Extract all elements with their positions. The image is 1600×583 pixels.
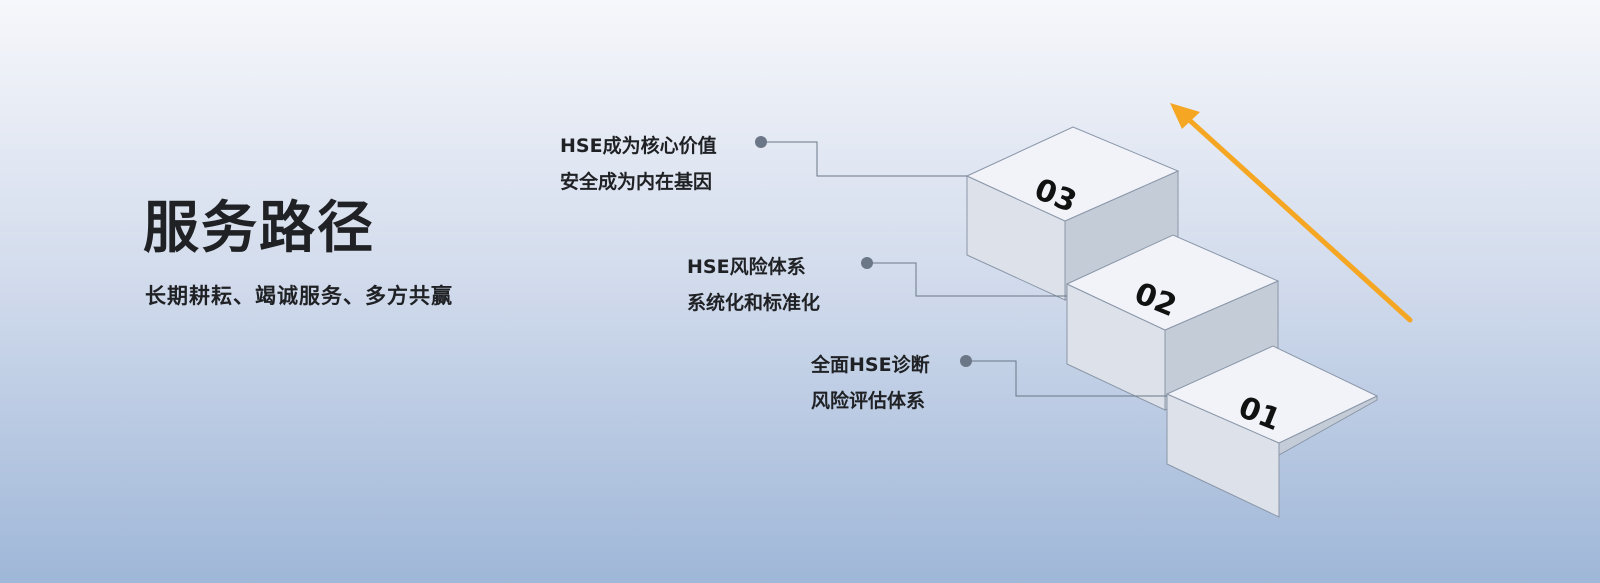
step-1-description: 全面HSE诊断 风险评估体系 — [811, 347, 930, 419]
step-2-block — [1065, 234, 1280, 411]
step-3-line-1: HSE成为核心价值 — [560, 135, 717, 157]
page-title: 服务路径 — [143, 196, 375, 261]
step-3-block — [965, 126, 1180, 301]
step-1-line-1: 全面HSE诊断 — [811, 354, 930, 376]
step-3-connector — [761, 141, 967, 177]
step-3-description: HSE成为核心价值 安全成为内在基因 — [560, 128, 717, 200]
step-2-connector — [867, 262, 1067, 297]
step-1-connector — [966, 360, 1167, 397]
step-2-description: HSE风险体系 系统化和标准化 — [687, 249, 820, 321]
step-2-line-2: 系统化和标准化 — [687, 292, 821, 314]
step-3-top-face — [965, 126, 1180, 222]
step-2-line-1: HSE风险体系 — [687, 256, 806, 278]
step-1-top-face — [1165, 345, 1379, 444]
arrow-up-right-icon — [1170, 103, 1413, 323]
step-3-dot — [755, 136, 767, 148]
step-1-line-2: 风险评估体系 — [811, 390, 926, 412]
step-2-top-face — [1065, 234, 1280, 331]
step-1-dot — [960, 355, 972, 367]
page-subtitle: 长期耕耘、竭诚服务、多方共赢 — [145, 284, 453, 308]
step-1-block — [1165, 345, 1379, 518]
step-3-line-2: 安全成为内在基因 — [560, 171, 713, 193]
step-2-dot — [861, 257, 873, 269]
